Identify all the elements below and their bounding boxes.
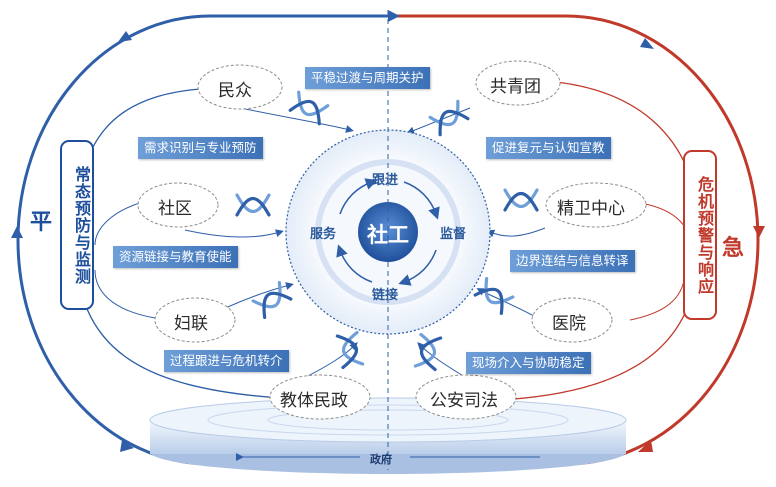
outer-arrow-right [753,226,765,238]
node-shape-shequ [137,182,219,228]
ribbon-connectors [235,90,539,372]
center-label-right: 监督 [440,227,467,242]
node-fulian: 妇联 [174,314,208,334]
left-side-label: 平 [30,210,53,235]
outer-arrow-bottomleft [120,440,134,452]
center-core [358,202,418,262]
outer-arrow-bottomright [638,440,653,452]
center-title: 社工 [367,223,409,247]
banner-left-2: 资源链接与教育使能 [113,246,238,268]
node-minzhong: 民众 [218,81,252,101]
node-jiaoti: 教体民政 [280,391,348,411]
node-gongqing: 共青团 [490,77,541,97]
right-side-label: 急 [722,236,745,261]
node-shape-fulian [154,297,236,343]
node-jingwei: 精卫中心 [557,199,625,219]
node-shape-jiaoti [269,374,371,420]
banner-left-3: 过程跟进与危机转介 [164,350,289,372]
node-shape-yiyuan [531,297,613,343]
outer-arrow-topright [640,38,654,49]
node-shequ: 社区 [158,199,192,219]
node-yiyuan: 医院 [552,314,586,334]
node-shape-jingwei [545,182,647,228]
banner-left-1: 需求识别与专业预防 [138,137,263,159]
base-label: 政府 [370,453,392,466]
center-label-top: 跟进 [372,173,399,188]
node-shape-minzhong [197,64,283,110]
node-shape-gongan [415,374,517,420]
outer-arrow-top [388,10,400,22]
outer-arrow-topleft [118,31,132,42]
banner-right-2: 边界连结与信息转译 [510,250,635,272]
banner-top: 平稳过渡与周期关护 [305,67,430,89]
outer-arrow-left [11,226,23,238]
node-gongan: 公安司法 [430,391,498,411]
center-label-left: 服务 [310,227,337,242]
right-panel: 危机预警与响应 [683,150,717,320]
node-shape-gongqing [475,60,561,106]
left-panel: 常态预防与监测 [60,140,94,310]
banner-right-1: 促进复元与认知宣教 [486,137,611,159]
center-label-bottom: 链接 [372,288,399,303]
banner-right-3: 现场介入与协助稳定 [466,352,591,374]
